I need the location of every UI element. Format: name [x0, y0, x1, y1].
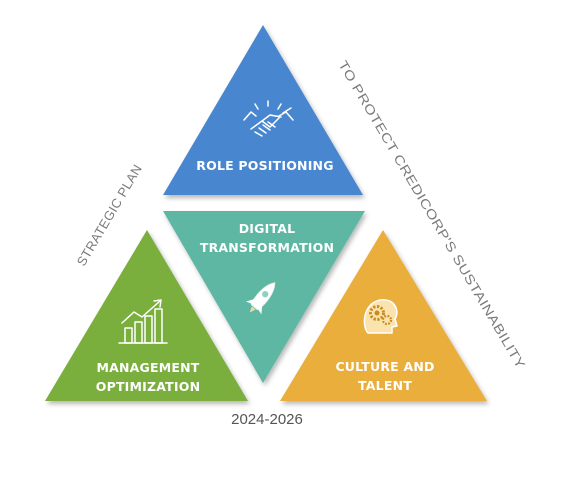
culture-and-talent-label-line1: CULTURE AND: [335, 359, 434, 374]
digital-transformation-label-line2: TRANSFORMATION: [200, 240, 334, 255]
role-positioning-segment: ROLE POSITIONING: [163, 25, 363, 195]
handshake-icon: [243, 100, 294, 137]
plan-period-label: 2024-2026: [231, 411, 303, 428]
head-gears-icon: [363, 299, 398, 334]
rocket-icon: [245, 282, 276, 315]
culture-and-talent-label-line2: TALENT: [358, 378, 412, 393]
role-positioning-label: ROLE POSITIONING: [196, 158, 333, 173]
management-optimization-label-line1: MANAGEMENT: [96, 360, 199, 375]
role-positioning-triangle: [163, 25, 363, 195]
digital-transformation-label-line1: DIGITAL: [239, 221, 296, 236]
digital-transformation-segment: DIGITAL TRANSFORMATION: [163, 211, 365, 383]
bar-chart-growth-icon: [118, 299, 168, 344]
management-optimization-label-line2: OPTIMIZATION: [96, 379, 201, 394]
management-optimization-segment: MANAGEMENT OPTIMIZATION: [45, 230, 248, 401]
culture-and-talent-segment: CULTURE AND TALENT: [280, 230, 487, 401]
